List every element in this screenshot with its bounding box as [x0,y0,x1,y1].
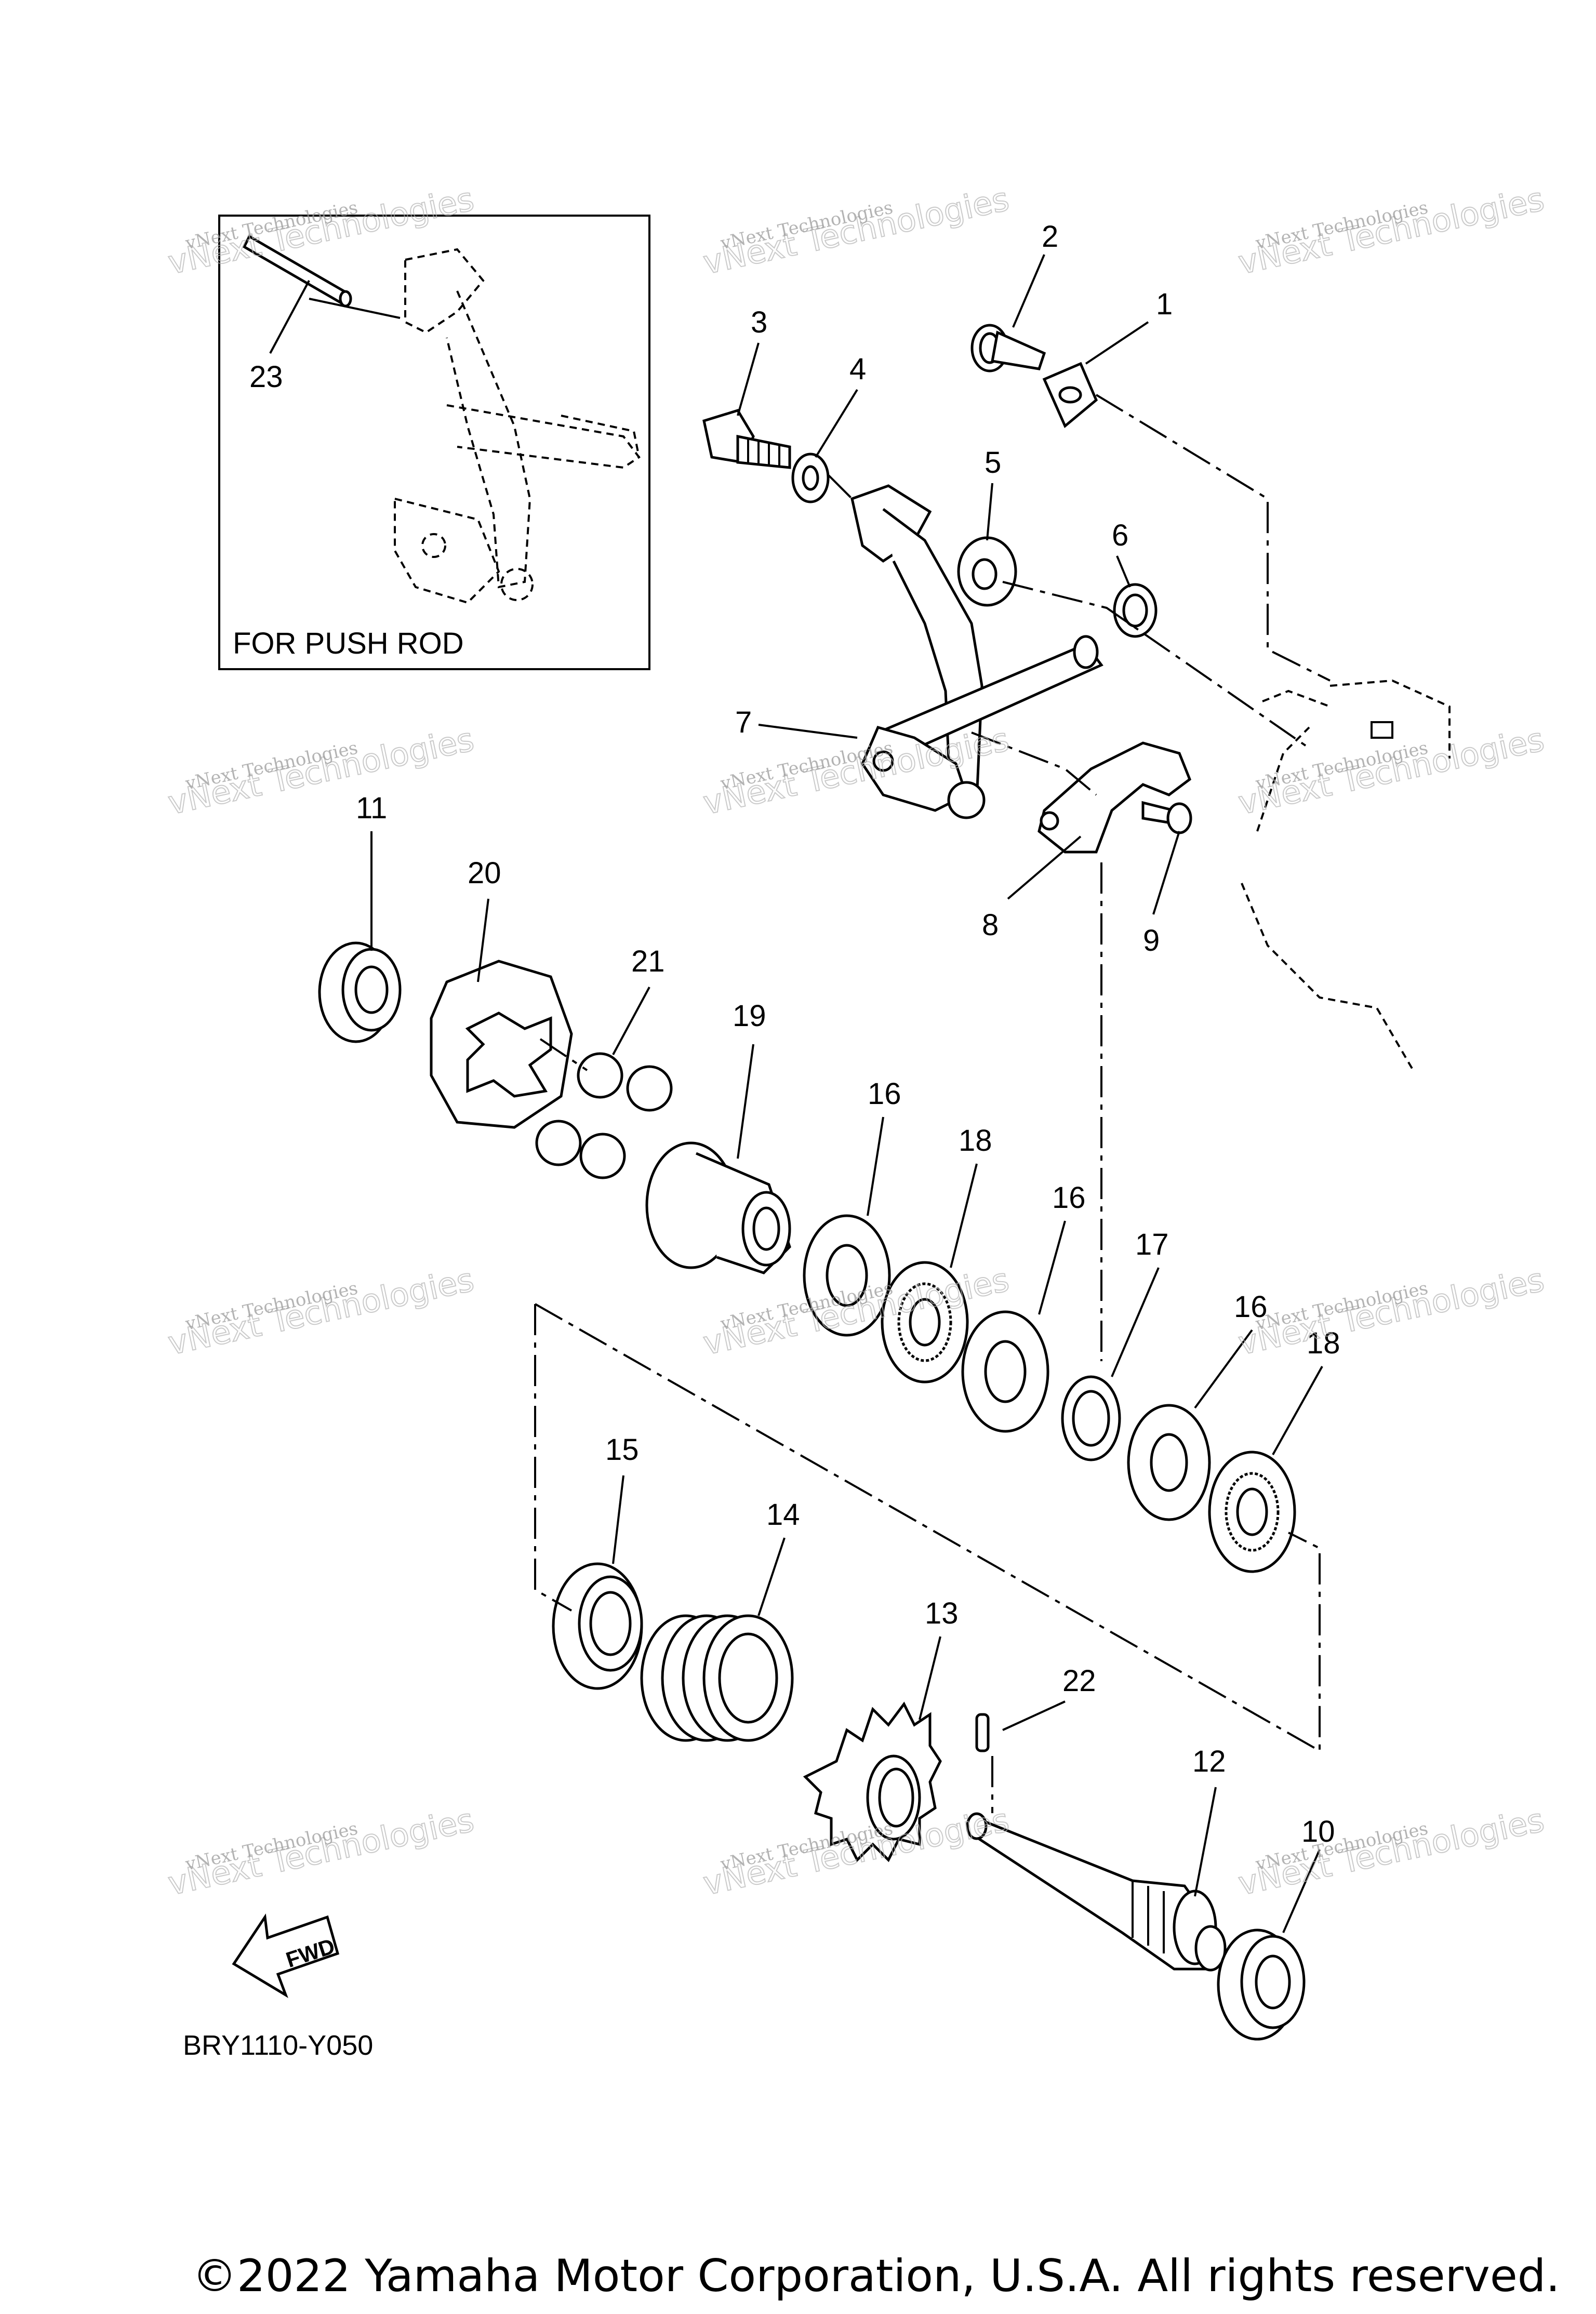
callout-13: 13 [925,1597,959,1630]
callout-7: 7 [735,706,752,739]
callout-20: 20 [468,856,501,890]
part-18-thrust-bearing-b [1208,1451,1296,1573]
callout-18b: 18 [1307,1326,1340,1360]
part-4-washer [791,453,830,503]
callout-16c: 16 [1234,1290,1268,1324]
part-16-washer-a [803,1214,891,1337]
callout-10: 10 [1301,1815,1335,1848]
part-14-kick-spring [640,1614,794,1742]
part-8-guide [1038,741,1192,854]
callout-1: 1 [1156,287,1173,321]
part-23-pin [242,234,352,308]
callout-3: 3 [751,305,767,339]
part-13-kick-gear [803,1701,942,1863]
part-15-spring-seat [552,1562,643,1690]
callout-5: 5 [985,446,1001,480]
callout-labels: 1 2 3 4 5 6 7 8 9 10 11 12 13 14 15 16 1… [249,220,1340,1848]
kick-linkage-assembly [702,324,1451,1071]
callout-leaders [269,254,1323,1933]
part-17-collar [1061,1375,1121,1461]
part-11-bearing [318,941,402,1043]
part-9-screw [1141,801,1192,834]
callout-18a: 18 [959,1124,992,1158]
callout-21: 21 [631,945,665,978]
part-16-washer-b [961,1310,1049,1433]
part-20-damper [430,960,573,1129]
callout-16a: 16 [868,1077,901,1111]
part-22-pin [975,1713,990,1752]
part-16-washer-c [1127,1404,1211,1521]
part-10-bearing [1217,1929,1306,2041]
callout-19: 19 [733,999,766,1033]
inset-caption: FOR PUSH ROD [233,627,464,660]
callout-9: 9 [1143,924,1160,957]
callout-12: 12 [1192,1745,1226,1778]
part-19-ratchet-collar [645,1141,791,1274]
kick-axle-stack [318,862,1321,2041]
drawing-code: BRY1110-Y050 [183,2030,373,2061]
fwd-arrow: FWD [232,1913,340,1998]
callout-6: 6 [1112,518,1128,552]
crankcase-outline [1241,679,1451,1071]
callout-8: 8 [982,908,999,942]
part-12-kick-axle [966,1812,1227,1972]
part-18-thrust-bearing-a [881,1261,969,1384]
part-2-bolt [970,324,1046,373]
callout-16b: 16 [1052,1181,1086,1215]
part-1-plate-washer [1042,362,1098,429]
callout-22: 22 [1062,1664,1096,1698]
copyright-notice: ©2022 Yamaha Motor Corporation, U.S.A. A… [192,2250,1560,2302]
callout-15: 15 [605,1433,639,1467]
part-7-kick-lever [850,484,1103,819]
part-3-flange-bolt [702,409,791,469]
push-rod-inset [218,215,650,670]
part-5-collar [957,536,1017,607]
callout-2: 2 [1042,220,1058,254]
callout-4: 4 [849,352,866,386]
callout-14: 14 [766,1498,800,1532]
callout-17: 17 [1135,1228,1169,1261]
part-21-balls [535,1052,673,1179]
callout-23: 23 [249,360,283,394]
inset-kick-lever [394,248,641,604]
callout-11: 11 [356,791,387,825]
part-6-oil-seal [1113,583,1158,638]
